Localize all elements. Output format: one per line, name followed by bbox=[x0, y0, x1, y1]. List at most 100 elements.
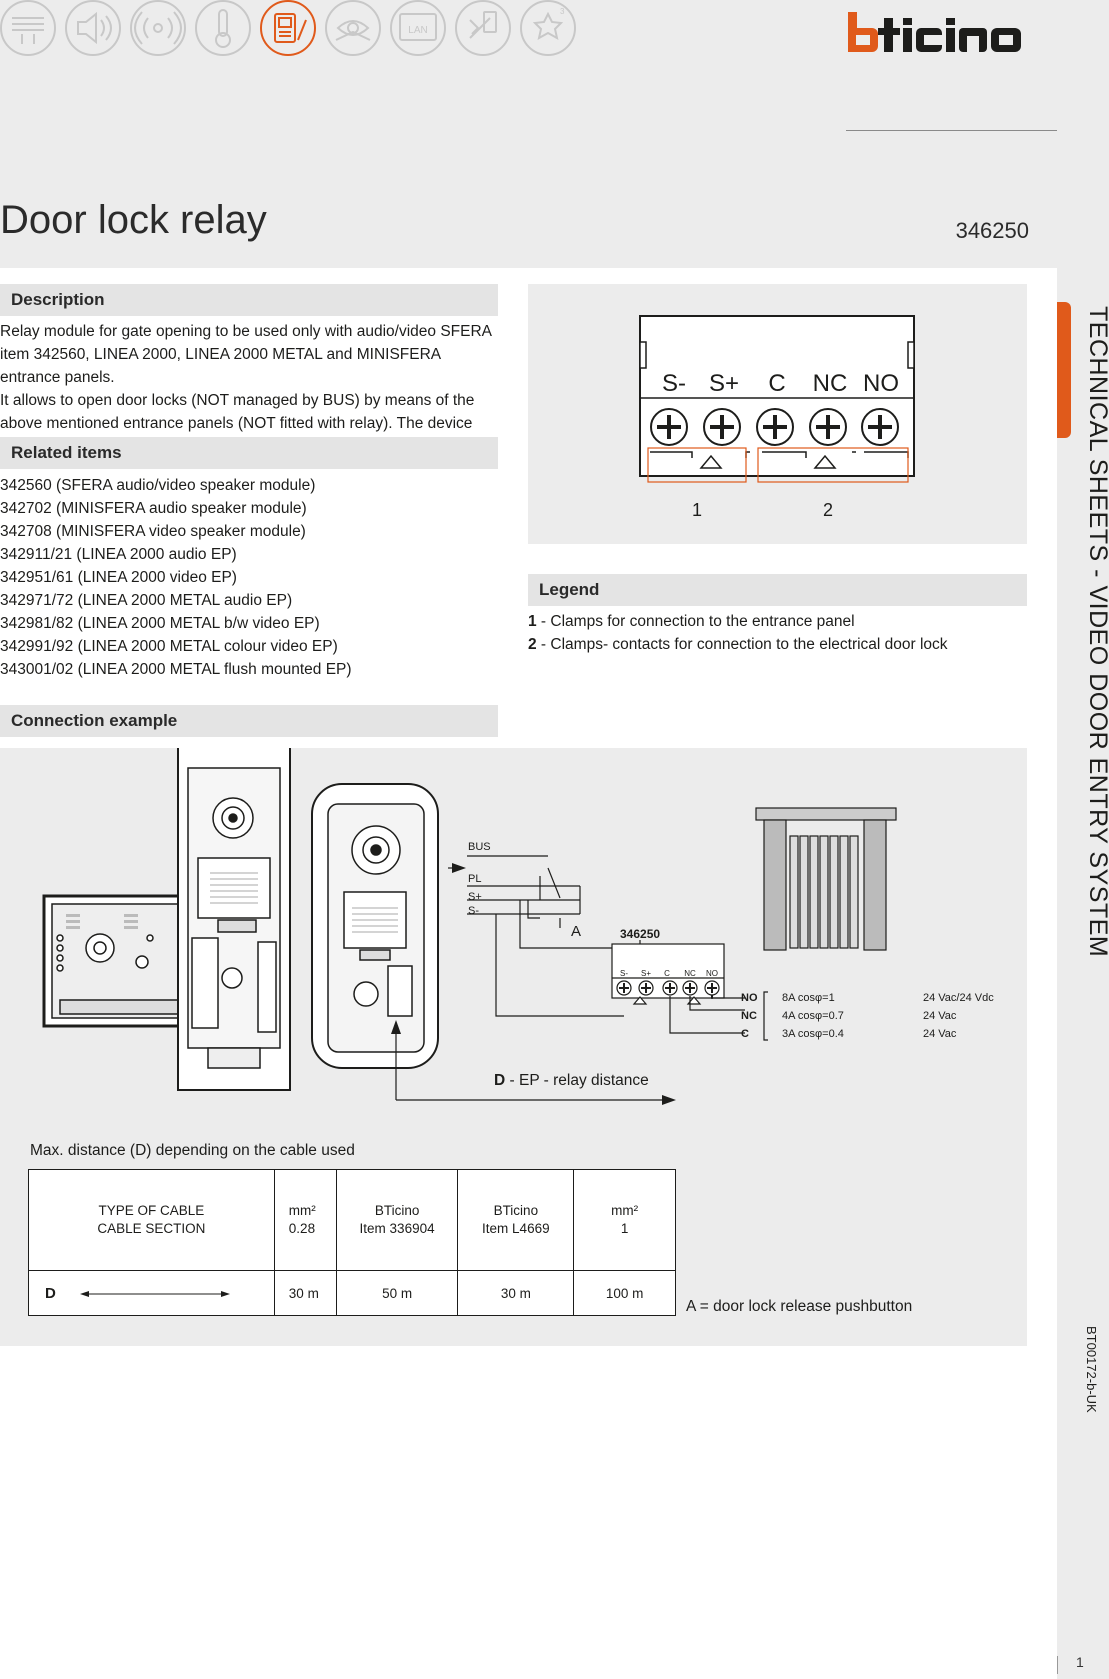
item-code: 346250 bbox=[955, 218, 1029, 243]
list-item: 342702 (MINISFERA audio speaker module) bbox=[0, 500, 307, 517]
header-rule bbox=[846, 130, 1057, 131]
relay-code: 346250 bbox=[620, 927, 660, 941]
relay-distance-label: D - EP - relay distance bbox=[494, 1072, 649, 1090]
lan-icon-label: LAN bbox=[408, 25, 427, 36]
terminal-label: NO bbox=[863, 370, 899, 397]
bus-label: BUS bbox=[468, 841, 491, 853]
contact-voltage: 24 Vac bbox=[923, 1028, 957, 1040]
side-panel bbox=[1057, 0, 1109, 1679]
pushbutton-note: A = door lock release pushbutton bbox=[686, 1298, 913, 1315]
legend-text: - Clamps- contacts for connection to the… bbox=[536, 636, 948, 653]
list-item: 342911/21 (LINEA 2000 audio EP) bbox=[0, 546, 237, 563]
document-code: BT00172-b-UK bbox=[1084, 1326, 1099, 1413]
table-cell: 100 m bbox=[573, 1270, 676, 1316]
callout-1: 1 bbox=[692, 500, 702, 520]
list-item: 342971/72 (LINEA 2000 METAL audio EP) bbox=[0, 592, 293, 609]
list-item: 343001/02 (LINEA 2000 METAL flush mounte… bbox=[0, 661, 352, 678]
terminal-label: S- bbox=[662, 370, 686, 397]
distance-letter: D bbox=[494, 1072, 506, 1089]
screw-terminal-icon bbox=[809, 408, 847, 446]
table-cell: 30 m bbox=[273, 1270, 337, 1316]
contact-name: C bbox=[741, 1028, 749, 1040]
description-paragraph: Relay module for gate opening to be used… bbox=[0, 323, 492, 386]
relay-terminal-label: C bbox=[664, 969, 670, 978]
legend-list: 1 - Clamps for connection to the entranc… bbox=[528, 610, 948, 656]
list-item: 342560 (SFERA audio/video speaker module… bbox=[0, 477, 316, 494]
page-number-divider bbox=[1057, 1656, 1058, 1674]
table-row-label: D bbox=[28, 1270, 275, 1316]
signal-icon[interactable] bbox=[130, 0, 186, 56]
list-item: 342981/82 (LINEA 2000 METAL b/w video EP… bbox=[0, 615, 320, 632]
lan-icon[interactable] bbox=[390, 0, 446, 56]
relay-terminal-label: S- bbox=[620, 969, 628, 978]
bus-label: S+ bbox=[468, 891, 482, 903]
table-row: D 30 m 50 m 30 m 100 m bbox=[28, 1270, 676, 1316]
page-title: Door lock relay bbox=[0, 198, 267, 242]
legend-item: 2 - Clamps- contacts for connection to t… bbox=[528, 633, 948, 656]
thermometer-icon[interactable] bbox=[195, 0, 251, 56]
relay-terminal-label: S+ bbox=[641, 969, 651, 978]
related-items-list: 342560 (SFERA audio/video speaker module… bbox=[0, 474, 352, 681]
relay-output-wires bbox=[669, 996, 745, 1034]
legend-number: 1 bbox=[528, 613, 537, 630]
terminal-label: C bbox=[768, 370, 785, 397]
section-tab bbox=[1057, 302, 1071, 438]
header-band bbox=[0, 0, 1057, 268]
page-number: 1 bbox=[1076, 1654, 1084, 1670]
table-cell: 50 m bbox=[335, 1270, 459, 1316]
screw-terminal-icon bbox=[861, 408, 899, 446]
legend-text: - Clamps for connection to the entrance … bbox=[536, 613, 855, 630]
terminal-label: S+ bbox=[709, 370, 739, 397]
relay-terminal-label: NO bbox=[706, 969, 718, 978]
legend-item: 1 - Clamps for connection to the entranc… bbox=[528, 610, 948, 633]
description-heading: Description bbox=[0, 284, 498, 316]
contact-voltage: 24 Vac/24 Vdc bbox=[923, 992, 994, 1004]
module-diagram: S- S+ C NC NO 1 2 bbox=[639, 315, 915, 520]
distance-arrow-icon bbox=[79, 1290, 230, 1297]
callout-2: 2 bbox=[823, 500, 833, 520]
automation-icon[interactable] bbox=[455, 0, 511, 56]
bus-label: S- bbox=[468, 905, 479, 917]
list-item: 342708 (MINISFERA video speaker module) bbox=[0, 523, 306, 540]
video-panel-drawing bbox=[311, 783, 439, 1069]
pushbutton-label: A bbox=[571, 923, 581, 940]
door-lock-drawing bbox=[755, 807, 897, 951]
module-diagram-panel: S- S+ C NC NO 1 2 bbox=[528, 284, 1027, 544]
contact-rating: 3A cosφ=0.4 bbox=[782, 1028, 844, 1040]
table-cell: 30 m bbox=[457, 1270, 575, 1316]
brand-logo bbox=[848, 12, 1021, 52]
category-icon-row: LAN 3 bbox=[0, 0, 576, 56]
relay-drawing bbox=[611, 943, 725, 1005]
contact-name: NC bbox=[741, 1010, 757, 1022]
video-door-entry-icon[interactable] bbox=[260, 0, 316, 56]
cable-icon[interactable] bbox=[0, 0, 56, 56]
connection-heading: Connection example bbox=[0, 705, 498, 737]
bus-label: PL bbox=[468, 873, 481, 885]
speaker-module-drawing bbox=[42, 894, 194, 1028]
relay-terminal-label: NC bbox=[684, 969, 696, 978]
side-title: TECHNICAL SHEETS - VIDEO DOOR ENTRY SYST… bbox=[1084, 306, 1109, 958]
connection-diagram: BUS PL S+ S- A 346250 S- S+ C NC NO bbox=[42, 741, 994, 1105]
speaker-icon[interactable] bbox=[65, 0, 121, 56]
camera-icon[interactable] bbox=[325, 0, 381, 56]
legend-heading: Legend bbox=[528, 574, 1027, 606]
screw-terminal-icon bbox=[756, 408, 794, 446]
lighting-icon-digit: 3 bbox=[560, 7, 565, 16]
distance-text: - EP - relay distance bbox=[505, 1072, 649, 1089]
list-item: 342991/92 (LINEA 2000 METAL colour video… bbox=[0, 638, 338, 655]
contact-rating: 8A cosφ=1 bbox=[782, 992, 835, 1004]
list-item: 342951/61 (LINEA 2000 video EP) bbox=[0, 569, 237, 586]
lighting-icon[interactable] bbox=[520, 0, 576, 56]
screw-terminal-icon bbox=[650, 408, 688, 446]
contact-name: NO bbox=[741, 992, 758, 1004]
legend-number: 2 bbox=[528, 636, 537, 653]
entrance-panel-drawing bbox=[177, 741, 291, 1091]
related-items-heading: Related items bbox=[0, 437, 498, 469]
